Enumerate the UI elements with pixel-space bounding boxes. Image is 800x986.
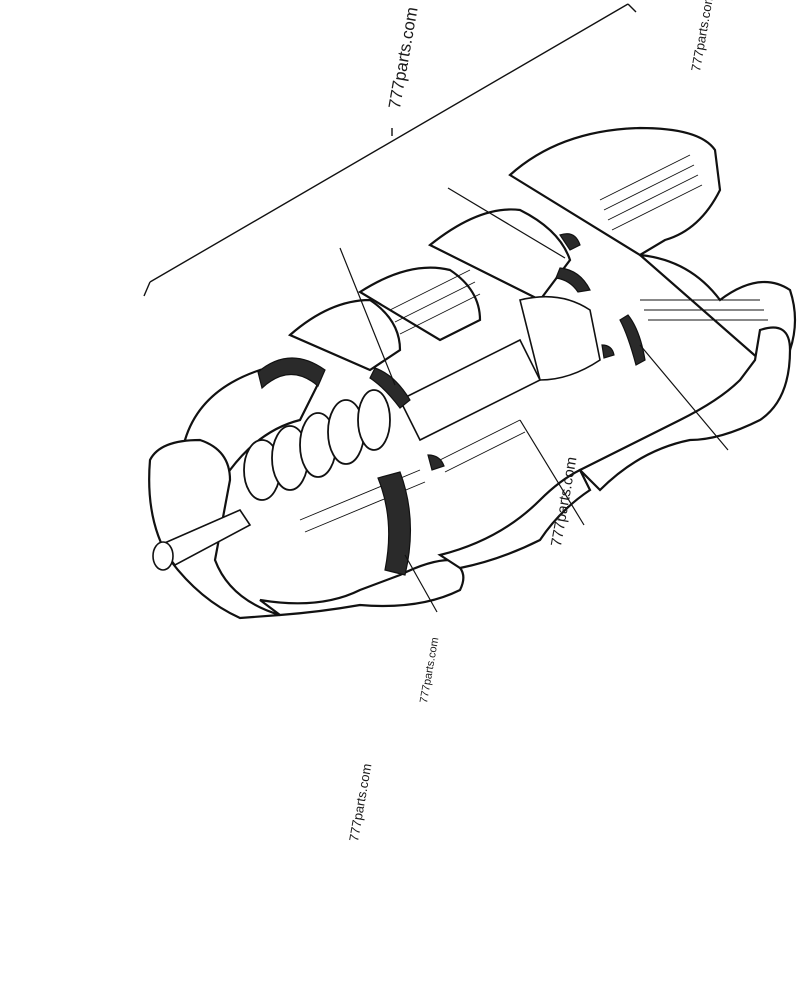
- valve-body: [148, 126, 797, 620]
- o-ring-seals: [257, 233, 646, 576]
- o-ring-rear-lower: [619, 314, 646, 366]
- inner-poppet: [152, 295, 601, 571]
- o-ring-middle: [369, 367, 411, 409]
- assembly-bracket: [143, 3, 637, 297]
- o-ring-front-lower: [377, 471, 412, 576]
- thread-hatching: [299, 154, 768, 533]
- o-ring-rear-upper: [555, 267, 591, 293]
- o-ring-rear-small: [559, 233, 581, 251]
- leader-lines: [339, 187, 729, 613]
- o-ring-inner-small: [427, 454, 445, 471]
- o-ring-inner-rear: [601, 344, 615, 359]
- o-ring-front-upper: [257, 357, 326, 390]
- spring-coils: [243, 389, 391, 501]
